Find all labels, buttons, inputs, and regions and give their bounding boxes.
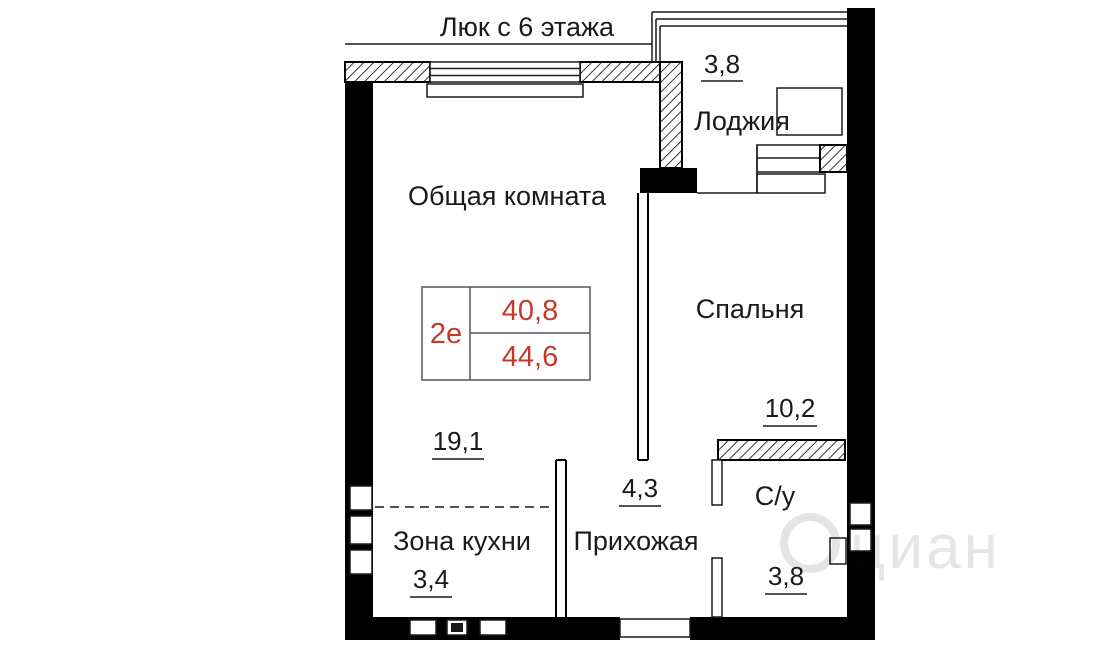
vent-box <box>479 619 507 636</box>
riser-box-left <box>349 549 373 575</box>
watermark-logo-icon <box>780 513 840 573</box>
bottom-wall-right <box>690 617 875 640</box>
plan-title: Люк с 6 этажа <box>440 12 615 42</box>
area-label-bath: 3,8 <box>768 561 804 591</box>
riser-box-right <box>849 502 872 526</box>
bedroom-windowsill <box>756 173 826 194</box>
riser-box-left <box>349 515 373 545</box>
bathroom-top-wall-hatch <box>717 439 846 461</box>
entrance-door <box>619 618 691 638</box>
room-label-hall: Прихожая <box>573 526 698 556</box>
bath-riser-box <box>829 537 847 565</box>
bedroom-corner-wall <box>640 168 697 193</box>
flat-living-area: 40,8 <box>502 295 558 327</box>
bathroom-wall-upper <box>711 459 723 506</box>
flat-type-label: 2е <box>430 318 462 350</box>
vent-box <box>409 619 437 636</box>
area-label-living: 19,1 <box>433 426 484 456</box>
area-label-kitchen: 3,4 <box>413 564 449 594</box>
area-label-loggia: 3,8 <box>704 49 740 79</box>
bedroom-window-pier-hatch <box>819 144 848 173</box>
room-label-kitchen: Зона кухни <box>393 526 531 556</box>
room-label-loggia: Лоджия <box>694 106 790 136</box>
living-window <box>429 61 581 83</box>
room-label-bath: С/у <box>755 481 796 511</box>
riser-box-left <box>349 485 373 511</box>
bathroom-wall-lower <box>711 557 723 618</box>
room-label-bedroom: Спальня <box>696 294 805 324</box>
riser-box-right <box>849 528 872 552</box>
vent-box-core <box>451 623 463 632</box>
area-label-bedroom: 10,2 <box>765 393 816 423</box>
area-label-hall: 4,3 <box>622 473 658 503</box>
watermark-text: циан <box>850 513 1001 582</box>
living-windowsill <box>426 83 584 98</box>
loggia-wardrobe <box>776 87 843 136</box>
top-wall-hatch-mid <box>579 61 663 83</box>
room-label-living: Общая комната <box>408 181 607 211</box>
loggia-left-wall-hatch <box>659 61 683 169</box>
watermark: циан <box>780 513 1001 582</box>
flat-total-area: 44,6 <box>502 341 558 373</box>
top-wall-hatch-left <box>344 61 431 83</box>
